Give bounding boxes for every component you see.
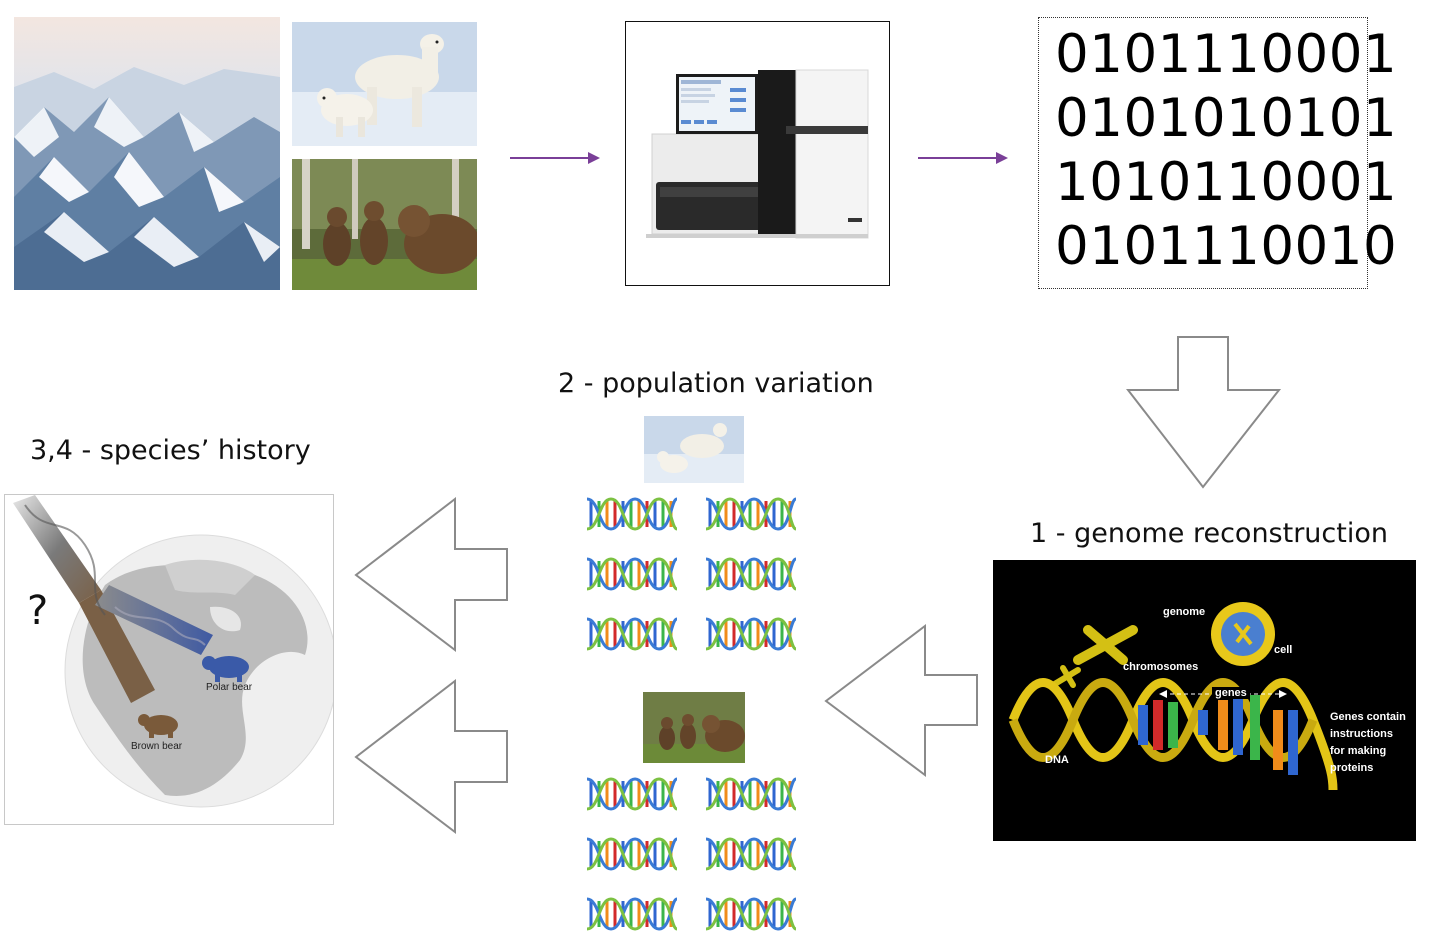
dna-helix-icon bbox=[706, 557, 796, 591]
brown-bears-photo bbox=[292, 159, 477, 290]
left-arrow-polar-to-history bbox=[354, 497, 508, 653]
cell-label: cell bbox=[1274, 644, 1293, 656]
down-arrow bbox=[1126, 336, 1282, 489]
dna-helix-illustration bbox=[1008, 602, 1338, 791]
dna-helix-icon bbox=[587, 837, 677, 871]
binary-line: 0101110001 bbox=[1055, 24, 1398, 85]
polar-bears-photo bbox=[292, 22, 477, 146]
polar-bear-icon bbox=[202, 656, 249, 682]
dna-helix-icon bbox=[587, 557, 677, 591]
step34-label: 3,4 - species’ history bbox=[30, 435, 311, 466]
left-arrow-brown-to-history bbox=[354, 679, 508, 835]
dna-helix-icon bbox=[706, 497, 796, 531]
arctic-mountains-photo bbox=[14, 17, 280, 290]
dna-helix-icon bbox=[706, 837, 796, 871]
binary-data-box: 0101110001 0101010101 1010110001 0101110… bbox=[1038, 17, 1398, 289]
polar-bear-label: Polar bear bbox=[206, 682, 253, 693]
step1-label: 1 - genome reconstruction bbox=[1030, 518, 1388, 549]
brown-bears-thumbnail bbox=[643, 692, 745, 763]
dna-helix-icon bbox=[587, 897, 677, 931]
caption-line: Genes contain bbox=[1330, 711, 1406, 723]
arrow-sequencer-to-data bbox=[918, 152, 1008, 164]
dna-label: DNA bbox=[1045, 754, 1069, 766]
dna-helix-icon bbox=[706, 897, 796, 931]
arrow-photos-to-sequencer bbox=[510, 152, 600, 164]
question-mark: ? bbox=[27, 588, 49, 634]
caption-line: instructions bbox=[1330, 728, 1393, 740]
dna-helix-icon bbox=[587, 777, 677, 811]
binary-line: 0101110010 bbox=[1055, 216, 1398, 277]
binary-line: 0101010101 bbox=[1055, 88, 1398, 149]
genes-label: genes bbox=[1212, 687, 1250, 699]
caption-line: proteins bbox=[1330, 762, 1374, 774]
caption-line: for making bbox=[1330, 745, 1387, 757]
dna-helix-icon bbox=[587, 617, 677, 651]
step2-label: 2 - population variation bbox=[558, 368, 874, 399]
sequencer-panel bbox=[625, 21, 890, 286]
chromosomes-label: chromosomes bbox=[1123, 661, 1199, 673]
binary-line: 1010110001 bbox=[1055, 152, 1398, 213]
species-history-map: ? Polar bear Brown bear bbox=[4, 494, 334, 825]
gene-diagram: genome cell chromosomes genes DNA Genes … bbox=[993, 560, 1416, 841]
polar-bears-thumbnail bbox=[644, 416, 744, 483]
dna-helix-icon bbox=[706, 777, 796, 811]
sequencer-machine-icon bbox=[646, 69, 869, 239]
dna-helix-icon bbox=[706, 617, 796, 651]
brown-bear-label: Brown bear bbox=[131, 741, 183, 752]
dna-helix-icon bbox=[587, 497, 677, 531]
globe-map-illustration bbox=[13, 495, 333, 808]
brown-bear-icon bbox=[138, 714, 178, 738]
left-arrow-genome-to-population bbox=[824, 624, 978, 777]
genome-label: genome bbox=[1163, 606, 1206, 618]
